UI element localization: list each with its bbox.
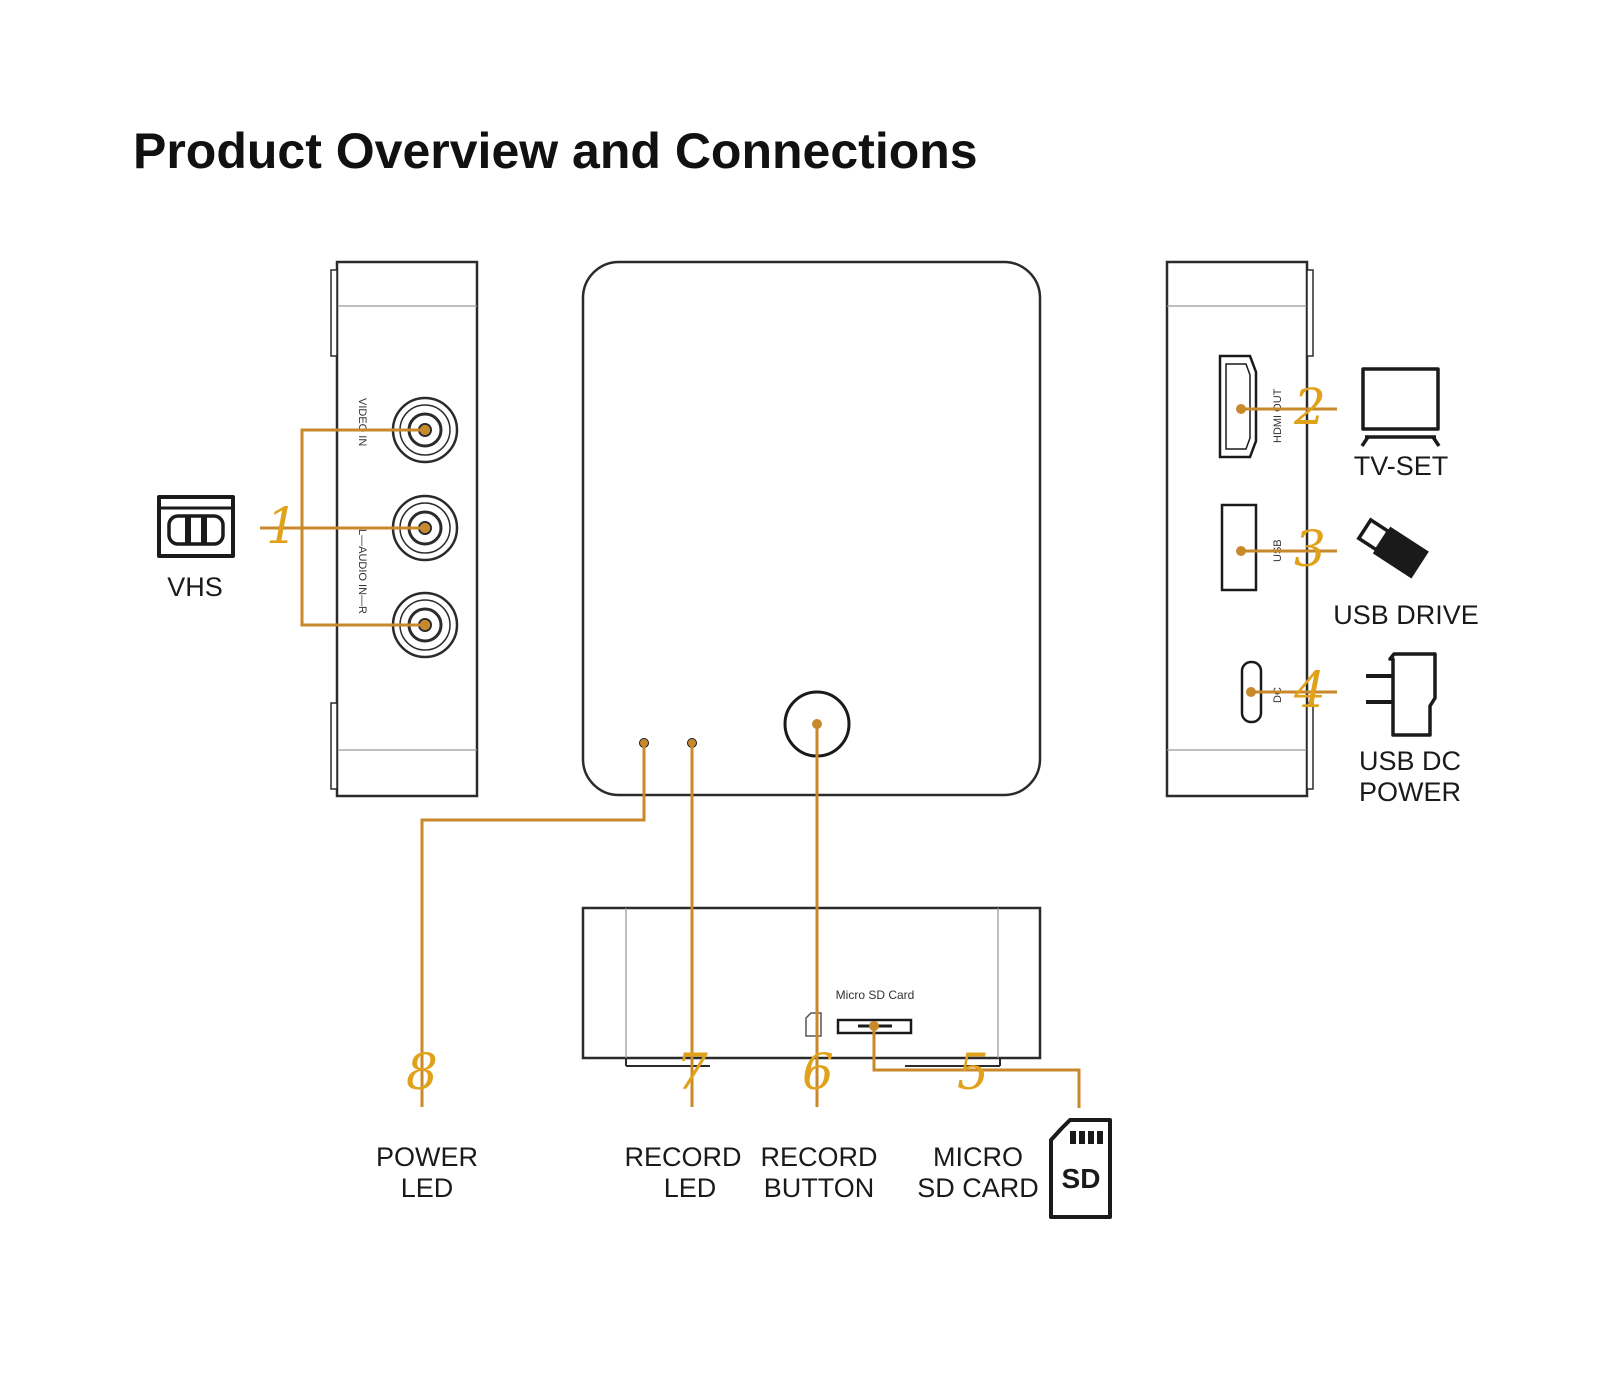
- callout-1-leader: [260, 425, 430, 630]
- micro-sd-card-label-line2: SD CARD: [917, 1173, 1039, 1203]
- sd-card-glyph-icon: [805, 1012, 822, 1037]
- audio-in-label: L—AUDIO IN—R: [356, 529, 368, 614]
- callout-3-number: 3: [1294, 520, 1326, 578]
- callout-7-number: 7: [676, 1043, 708, 1101]
- micro-sd-card-label-line1: MICRO: [933, 1142, 1023, 1172]
- power-led-label-line1: POWER: [376, 1142, 478, 1172]
- usb-dc-power-label-line2: POWER: [1359, 777, 1461, 807]
- device-top-body: [581, 260, 1042, 797]
- record-led-label-line1: RECORD: [624, 1142, 741, 1172]
- sd-icon-text: SD: [1062, 1163, 1101, 1194]
- record-button-label-line2: BUTTON: [764, 1173, 875, 1203]
- usb-dc-power-label-line1: USB DC: [1359, 746, 1461, 776]
- hdmi-out-label: HDMI OUT: [1272, 388, 1284, 443]
- callout-5-number: 5: [957, 1043, 989, 1101]
- micro-sd-card-slot-label: Micro SD Card: [836, 988, 915, 1002]
- usb-drive-icon: [1356, 517, 1429, 579]
- power-adapter-icon: [1366, 652, 1437, 737]
- device-top-view: [581, 260, 1042, 797]
- callout-8-leader: [420, 743, 646, 1107]
- vhs-label: VHS: [167, 572, 223, 602]
- callout-6-number: 6: [802, 1043, 834, 1101]
- video-in-label: VIDEO IN: [356, 398, 368, 446]
- usb-drive-label: USB DRIVE: [1333, 600, 1479, 630]
- page-title: Product Overview and Connections: [133, 123, 978, 179]
- callout-2-number: 2: [1293, 378, 1326, 436]
- record-led-label-line2: LED: [664, 1173, 717, 1203]
- left-side-panel: VIDEO IN L—AUDIO IN—R: [330, 260, 479, 798]
- tv-set-label: TV-SET: [1354, 451, 1449, 481]
- dc-port-label: DC: [1272, 687, 1284, 703]
- power-led-label-line2: LED: [401, 1173, 454, 1203]
- callout-5-leader: [872, 1026, 1081, 1108]
- record-button-label-line1: RECORD: [760, 1142, 877, 1172]
- tv-icon: [1360, 367, 1441, 447]
- right-side-panel: HDMI OUT USB DC: [1165, 260, 1314, 798]
- sd-card-icon: SD: [1049, 1118, 1112, 1219]
- callout-1-number: 1: [266, 497, 298, 555]
- device-front-view: Micro SD Card: [581, 906, 1042, 1067]
- vhs-cassette-icon: [157, 495, 235, 558]
- callout-4-number: 4: [1293, 661, 1326, 719]
- callout-8-number: 8: [406, 1043, 438, 1101]
